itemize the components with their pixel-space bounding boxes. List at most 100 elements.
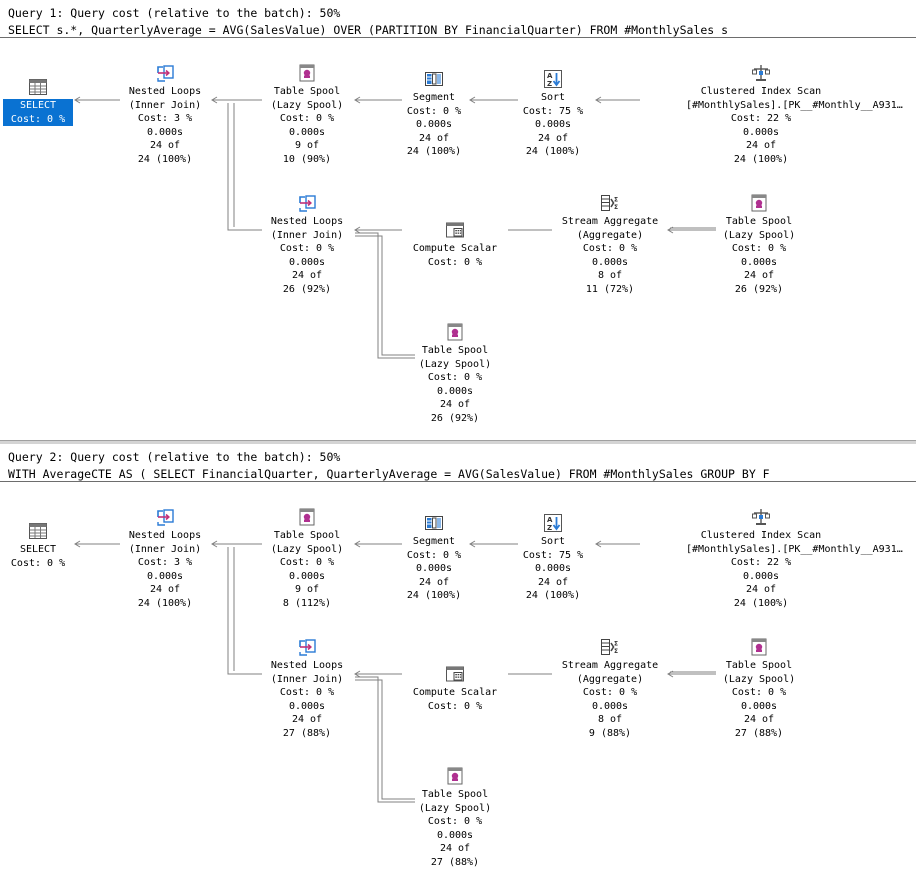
node-sub: [#MonthlySales].[PK__#Monthly__A931…	[686, 543, 903, 555]
plan-node-scan[interactable]: Clustered Index Scan [#MonthlySales].[PK_…	[686, 507, 903, 611]
node-cost: Cost: 0 %	[406, 105, 462, 117]
node-cost: Cost: 0 %	[427, 816, 483, 828]
node-est: 26 (92%)	[282, 283, 332, 295]
node-name: Stream Aggregate	[561, 660, 659, 671]
node-time: 0.000s	[288, 570, 326, 582]
node-est: 27 (88%)	[734, 727, 784, 739]
node-est: 24 (100%)	[733, 597, 789, 609]
node-name: Clustered Index Scan	[700, 530, 822, 541]
node-rows: 24 of	[743, 270, 775, 282]
node-name: Sort	[540, 92, 566, 103]
node-rows: 24 of	[418, 576, 450, 588]
node-name: Stream Aggregate	[561, 216, 659, 227]
svg-text:Z: Z	[547, 524, 552, 532]
node-name: Table Spool	[421, 345, 489, 356]
edge-nl2-nl1	[227, 547, 262, 675]
query-sql-text[interactable]: WITH AverageCTE AS ( SELECT FinancialQua…	[8, 467, 770, 481]
node-cost: Cost: 0 %	[279, 113, 335, 125]
edge-scan-sort-arrow	[595, 540, 602, 548]
node-sub: (Inner Join)	[128, 543, 202, 555]
node-rows: 24 of	[291, 270, 323, 282]
node-rows: 24 of	[149, 584, 181, 596]
node-sub: (Inner Join)	[270, 673, 344, 685]
node-time: 0.000s	[146, 570, 184, 582]
node-cost: Cost: 0 %	[731, 687, 787, 699]
node-est: 10 (90%)	[282, 153, 332, 165]
node-cost: Cost: 0 %	[406, 549, 462, 561]
node-cost: Cost: 22 %	[730, 113, 792, 125]
node-est: 24 (100%)	[406, 146, 462, 158]
nested-loops-icon	[299, 195, 316, 212]
nested-loops-icon	[299, 639, 316, 656]
node-rows: 8 of	[597, 714, 623, 726]
node-sub: (Lazy Spool)	[722, 229, 796, 241]
node-sub: (Lazy Spool)	[418, 802, 492, 814]
node-time: 0.000s	[740, 256, 778, 268]
sort-icon: AZ	[544, 514, 562, 532]
edge-segment-spool1-arrow	[354, 96, 361, 104]
svg-text:Σ: Σ	[614, 204, 618, 211]
table-spool-icon	[751, 638, 767, 656]
node-sub: (Lazy Spool)	[722, 673, 796, 685]
node-cost: Cost: 0 %	[10, 557, 66, 569]
plan-node-select[interactable]: SELECT Cost: 0 %	[0, 521, 113, 570]
node-name: SELECT	[19, 544, 57, 555]
node-time: 0.000s	[742, 570, 780, 582]
svg-text:Z: Z	[547, 80, 552, 88]
plan-node-scan[interactable]: Clustered Index Scan [#MonthlySales].[PK_…	[686, 63, 903, 167]
svg-text:Σ: Σ	[614, 641, 618, 648]
node-sub: [#MonthlySales].[PK__#Monthly__A931…	[686, 99, 903, 111]
node-name: Clustered Index Scan	[700, 86, 822, 97]
query-splitter[interactable]	[0, 440, 916, 444]
select-table-icon	[29, 523, 47, 539]
node-time: 0.000s	[415, 563, 453, 575]
edge-compute-nl2-arrow	[354, 670, 361, 678]
node-name: Compute Scalar	[412, 243, 498, 254]
node-time: 0.000s	[415, 119, 453, 131]
node-cost: Cost: 0 %	[582, 687, 638, 699]
node-time: 0.000s	[534, 563, 572, 575]
node-cost: Cost: 22 %	[730, 557, 792, 569]
node-rows: 9 of	[294, 140, 320, 152]
query-sql-text[interactable]: SELECT s.*, QuarterlyAverage = AVG(Sales…	[8, 23, 729, 37]
node-rows: 8 of	[597, 270, 623, 282]
node-cost: Cost: 3 %	[137, 557, 193, 569]
edge-scan-sort-arrow	[595, 96, 602, 104]
node-cost: Cost: 75 %	[522, 105, 584, 117]
node-rows: 24 of	[537, 132, 569, 144]
stream-aggregate-icon: ΣΣ	[601, 195, 618, 211]
node-cost: Cost: 0 %	[582, 243, 638, 255]
node-est: 24 (100%)	[733, 153, 789, 165]
nested-loops-icon	[157, 509, 174, 526]
node-est: 8 (112%)	[282, 597, 332, 609]
svg-text:A: A	[547, 72, 553, 80]
node-est: 27 (88%)	[282, 727, 332, 739]
node-name: Sort	[540, 536, 566, 547]
node-cost: Cost: 3 %	[137, 113, 193, 125]
svg-text:A: A	[547, 516, 553, 524]
node-est: 26 (92%)	[430, 412, 480, 424]
node-time: 0.000s	[436, 385, 474, 397]
query-cost-line: Query 2: Query cost (relative to the bat…	[8, 450, 341, 464]
node-est: 24 (100%)	[137, 153, 193, 165]
